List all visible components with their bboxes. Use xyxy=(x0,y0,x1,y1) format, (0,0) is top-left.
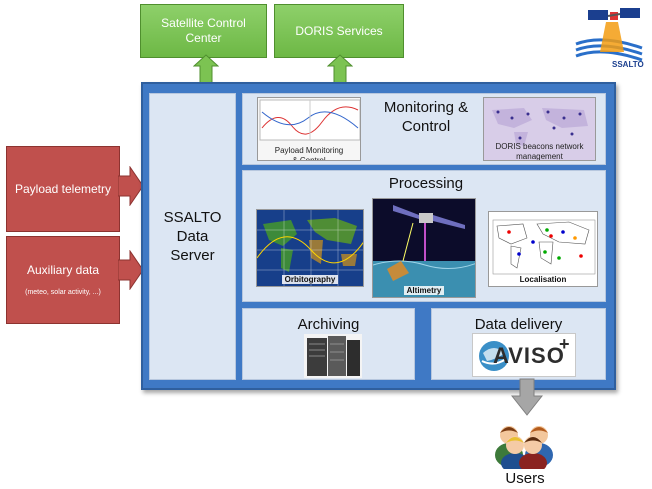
altimetry-thumbnail: Altimetry xyxy=(372,198,476,298)
data-server-label: SSALTO Data Server xyxy=(163,209,222,264)
users-label: Users xyxy=(505,470,545,487)
localisation-thumbnail: Localisation xyxy=(488,211,598,287)
satellite-control-center-label: Satellite Control Center xyxy=(161,16,246,45)
payload-telemetry-label: Payload telemetry xyxy=(14,182,112,196)
logo-text: SSALTO xyxy=(612,60,644,69)
payload-monitoring-thumbnail: Payload Monitoring & Control xyxy=(257,97,361,161)
aviso-logo-text: AVISO xyxy=(493,343,565,368)
users-group-icon xyxy=(495,426,553,469)
server-rack-icon xyxy=(304,334,362,378)
altimetry-satellite-icon xyxy=(373,199,475,297)
doris-network-caption: DORIS beacons network management xyxy=(495,142,584,161)
aviso-globe-icon xyxy=(479,341,509,371)
doris-services-box: DORIS Services xyxy=(274,4,404,58)
doris-network-thumbnail: DORIS beacons network management xyxy=(483,97,596,161)
auxiliary-data-box: Auxiliary data (meteo, solar activity, .… xyxy=(6,236,120,324)
monitoring-graph-icon xyxy=(259,99,360,141)
satellite-control-center-box: Satellite Control Center xyxy=(140,4,267,58)
doris-services-label: DORIS Services xyxy=(295,23,383,38)
right-arrow-payload-icon xyxy=(118,166,144,206)
satellite-logo-icon xyxy=(575,8,643,62)
ssalto-logo: SSALTO xyxy=(572,4,648,76)
orbitography-label: Orbitography xyxy=(281,275,339,284)
right-arrow-auxiliary-icon xyxy=(118,250,144,290)
monitoring-control-title: Monitoring & Control xyxy=(383,99,469,135)
monitoring-control-panel: Monitoring & Control Payload Monitoring … xyxy=(242,93,606,165)
doris-network-map-icon xyxy=(484,98,595,160)
data-delivery-panel: Data delivery AVISO + xyxy=(431,308,606,380)
payload-telemetry-box: Payload telemetry xyxy=(6,146,120,232)
down-arrow-users-icon xyxy=(511,378,543,416)
data-server-panel: SSALTO Data Server xyxy=(149,93,236,380)
localisation-label: Localisation xyxy=(516,275,570,284)
archiving-title: Archiving xyxy=(297,316,360,333)
localisation-map-icon xyxy=(489,212,597,286)
processing-title: Processing xyxy=(388,175,464,192)
auxiliary-data-details: (meteo, solar activity, ...) xyxy=(25,289,101,296)
processing-panel: Processing Orbitography xyxy=(242,170,606,302)
altimetry-label: Altimetry xyxy=(403,286,445,295)
payload-monitoring-caption: Payload Monitoring & Control xyxy=(274,146,344,161)
auxiliary-data-label: Auxiliary data xyxy=(26,263,100,277)
orbitography-thumbnail: Orbitography xyxy=(256,209,364,287)
up-arrow-satellite-control-icon xyxy=(193,54,219,84)
data-delivery-title: Data delivery xyxy=(474,316,563,333)
archiving-panel: Archiving xyxy=(242,308,415,380)
aviso-logo-plus: + xyxy=(559,334,570,354)
aviso-logo: AVISO + xyxy=(472,333,576,377)
world-orbit-map-icon xyxy=(257,210,363,286)
up-arrow-doris-services-icon xyxy=(327,54,353,84)
